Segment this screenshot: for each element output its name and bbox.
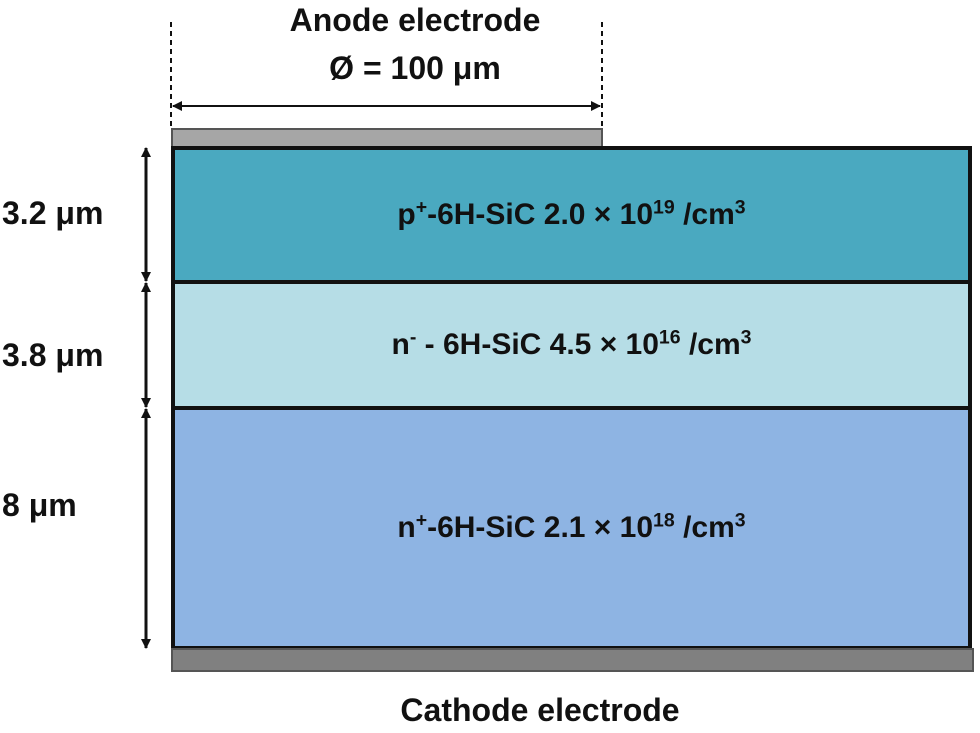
layer-n-minus-label: n- - 6H-SiC 4.5 × 1016 /cm3 (391, 326, 752, 361)
cathode-electrode (171, 648, 974, 672)
layer-n-plus: n+-6H-SiC 2.1 × 1018 /cm3 (171, 406, 972, 650)
layer-n-minus: n- - 6H-SiC 4.5 × 1016 /cm3 (171, 280, 972, 410)
layer-n-plus-label: n+-6H-SiC 2.1 × 1018 /cm3 (397, 509, 746, 544)
cathode-electrode-label: Cathode electrode (400, 692, 680, 728)
layer-p-plus: p+-6H-SiC 2.0 × 1019 /cm3 (171, 146, 972, 284)
thickness-label-layer2: 3.8 μm (2, 337, 104, 373)
thickness-label-layer1: 3.2 μm (2, 195, 104, 231)
layer-p-plus-label: p+-6H-SiC 2.0 × 1019 /cm3 (397, 196, 746, 231)
anode-electrode-label: Anode electrode (289, 2, 541, 38)
anode-electrode (171, 128, 603, 148)
anode-diameter-label: Ø = 100 μm (329, 50, 501, 86)
thickness-label-layer3: 8 μm (2, 487, 77, 523)
